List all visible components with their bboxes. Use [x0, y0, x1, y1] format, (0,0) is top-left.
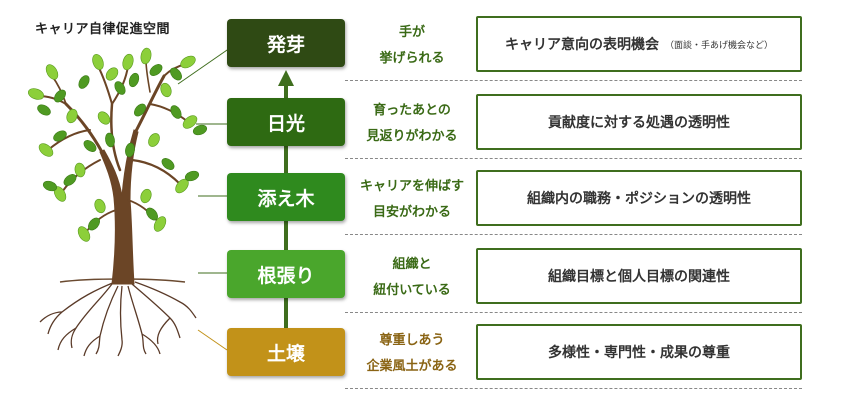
condition-text-soil: 尊重しあう 企業風土がある — [350, 324, 474, 384]
factor-box-support: 組織内の職務・ポジションの透明性 — [476, 170, 802, 226]
condition-text-roots: 組織と 紐付いている — [350, 248, 474, 308]
row-separator — [345, 388, 802, 389]
stage-box-germination: 発芽 — [227, 19, 345, 67]
factor-box-roots: 組織目標と個人目標の関連性 — [476, 248, 802, 304]
condition-line: 企業風土がある — [366, 359, 458, 374]
stage-label: 添え木 — [257, 187, 315, 210]
factor-text: キャリア意向の表明機会 — [504, 37, 659, 53]
factor-box-germination: キャリア意向の表明機会 （面談・手あげ機会など） — [476, 16, 802, 72]
stage-box-roots: 根張り — [227, 250, 345, 298]
row-separator — [345, 234, 802, 235]
condition-line: 尊重しあう — [379, 333, 445, 348]
condition-text-sunlight: 育ったあとの 見返りがわかる — [350, 94, 474, 154]
tree-trunk — [99, 129, 139, 285]
condition-line: 手が — [398, 25, 425, 40]
row-separator — [345, 312, 802, 313]
connector-line-germination — [177, 47, 231, 85]
tree-roots — [39, 281, 197, 357]
factor-text: 組織目標と個人目標の関連性 — [548, 269, 730, 285]
diagram-title: キャリア自律促進空間 — [35, 22, 171, 37]
factor-text: 貢献度に対する処遇の透明性 — [548, 115, 730, 131]
row-separator — [345, 158, 802, 159]
growth-arrow-head — [278, 70, 294, 86]
stage-box-soil: 土壌 — [227, 328, 345, 376]
condition-line: 挙げられる — [379, 51, 445, 66]
stage-label: 土壌 — [266, 342, 305, 365]
stage-box-sunlight: 日光 — [227, 98, 345, 146]
stage-label: 日光 — [266, 112, 305, 135]
connector-line-soil — [197, 329, 228, 351]
condition-text-support: キャリアを伸ばす 目安がわかる — [350, 170, 474, 230]
condition-text-germination: 手が 挙げられる — [350, 16, 474, 76]
factor-box-soil: 多様性・専門性・成果の尊重 — [476, 324, 802, 380]
factor-text: 多様性・専門性・成果の尊重 — [548, 345, 730, 361]
tree-leaves — [27, 47, 208, 242]
condition-line: 組織と — [392, 257, 432, 272]
factor-box-sunlight: 貢献度に対する処遇の透明性 — [476, 94, 802, 150]
factor-text: 組織内の職務・ポジションの透明性 — [527, 191, 751, 207]
condition-line: 見返りがわかる — [366, 129, 458, 144]
condition-line: 目安がわかる — [372, 205, 451, 220]
row-separator — [345, 80, 802, 81]
stage-label: 発芽 — [266, 33, 305, 56]
factor-note: （面談・手あげ機会など） — [664, 40, 773, 51]
stage-label: 根張り — [257, 264, 315, 287]
condition-line: キャリアを伸ばす — [359, 179, 464, 194]
stage-box-support: 添え木 — [227, 173, 345, 221]
condition-line: 紐付いている — [373, 283, 451, 298]
condition-line: 育ったあとの — [373, 103, 451, 118]
